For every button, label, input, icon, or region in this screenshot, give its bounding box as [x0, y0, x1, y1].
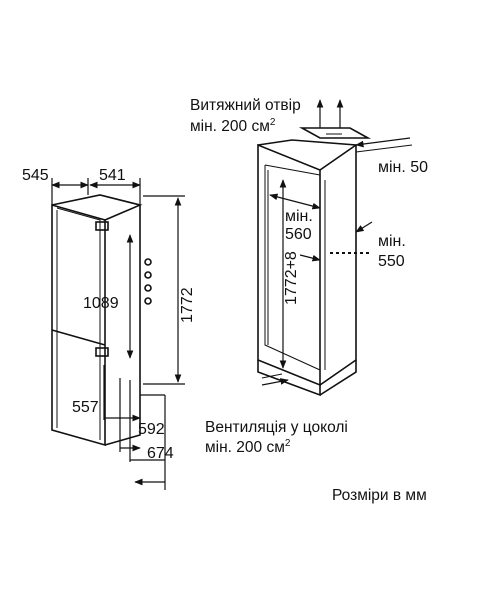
vent-label-sup: 2 [285, 438, 291, 449]
vent-label-text: мін. 200 см [205, 439, 285, 456]
exhaust-label-line1: Витяжний отвір [190, 97, 301, 114]
dim-1772: 1772 [179, 287, 196, 323]
dim-1089: 1089 [83, 295, 119, 312]
dim-541: 541 [99, 167, 126, 184]
dim-674: 674 [147, 445, 174, 462]
adjustment-knobs [144, 258, 152, 305]
units-note: Розміри в мм [332, 487, 427, 504]
dim-min-550-line1: мін. [378, 233, 406, 250]
niche-min-label: мін. [285, 208, 313, 225]
dim-545: 545 [22, 167, 49, 184]
dim-592: 592 [138, 421, 165, 438]
refrigerator-drawing [51, 178, 185, 490]
dim-557: 557 [72, 399, 99, 416]
dim-1772-8: 1772+8 [283, 251, 300, 305]
exhaust-label-sup: 2 [270, 117, 276, 128]
dim-560: 560 [285, 226, 312, 243]
exhaust-label-text: мін. 200 см [190, 118, 270, 135]
dim-min-50: мін. 50 [378, 159, 428, 176]
vent-label-line1: Вентиляція у цоколі [205, 419, 348, 436]
exhaust-label-line2: мін. 200 см2 [190, 117, 276, 135]
vent-label-line2: мін. 200 см2 [205, 438, 291, 456]
dim-min-550-line2: 550 [378, 253, 405, 270]
niche-drawing [257, 99, 413, 397]
